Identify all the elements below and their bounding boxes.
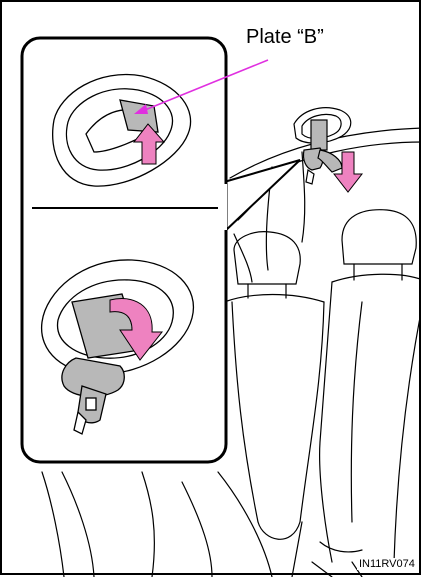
plate-b-label: Plate “B” [246, 26, 324, 48]
arrow-up-icon [132, 123, 166, 165]
arrow-curve-down-icon [109, 298, 164, 361]
plate-b-pointer-arrowhead [134, 104, 148, 114]
image-code: IN11RV074 [357, 558, 417, 570]
arrow-down-main-icon [332, 151, 364, 193]
inset-pointer-wedge [223, 159, 301, 235]
plate-b-pointer-line [139, 59, 269, 113]
anchor-plate-lower [40, 259, 195, 435]
car-interior-drawing [41, 127, 421, 577]
ceiling-anchor-main [293, 107, 352, 185]
